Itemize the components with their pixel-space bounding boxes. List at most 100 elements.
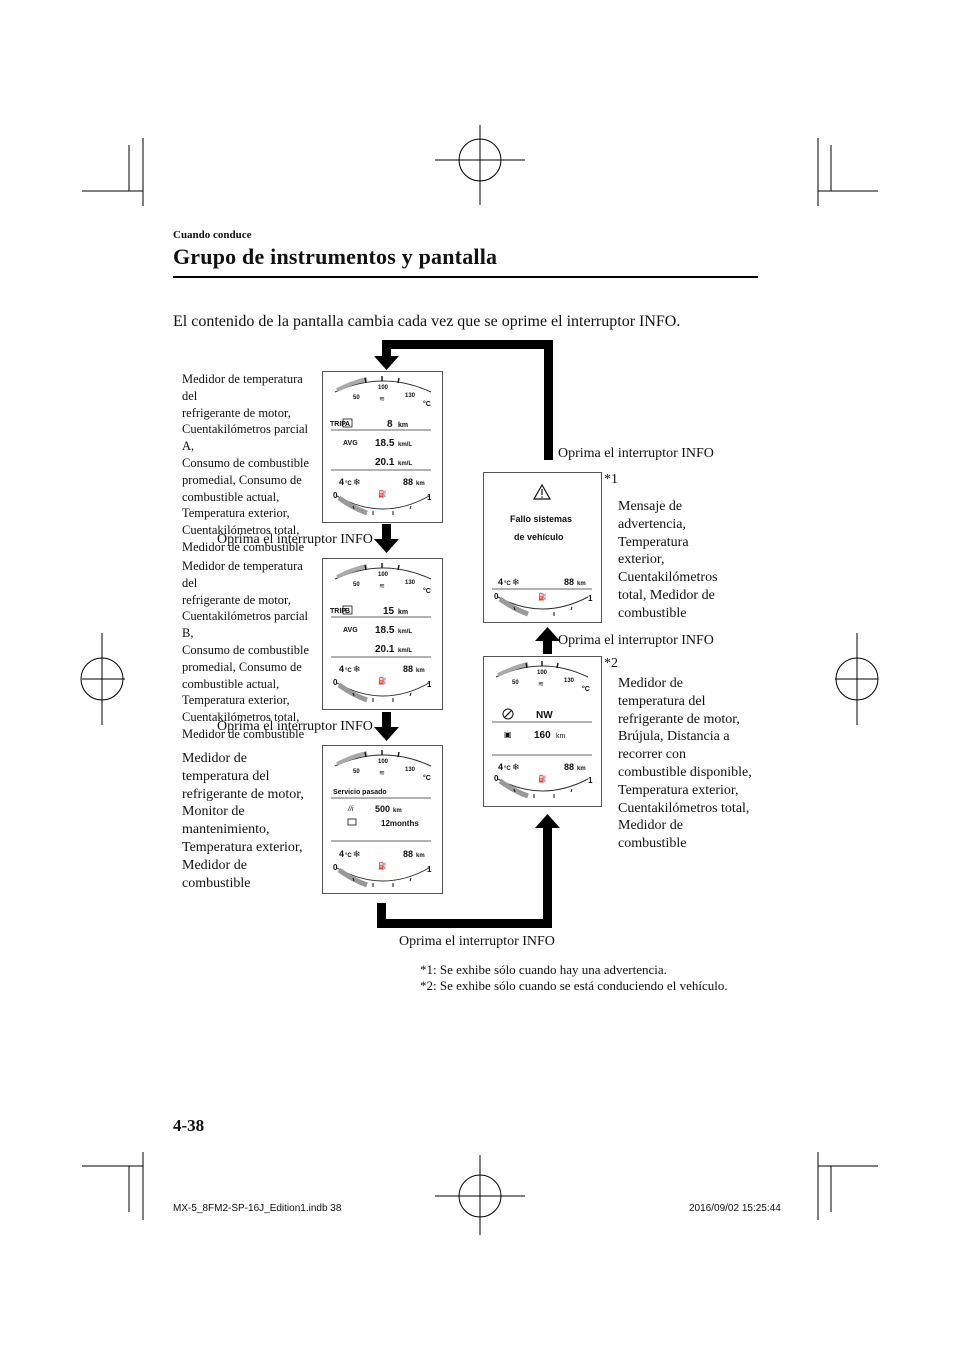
trip-label: TRIP bbox=[330, 421, 346, 428]
desc-line: Cuentakilómetros parcial A, bbox=[182, 422, 309, 454]
compass-icon bbox=[502, 708, 514, 720]
fuel-full-label: 1 bbox=[588, 776, 593, 785]
snowflake-icon: ❄ bbox=[353, 477, 361, 487]
trip-label: TRIP bbox=[330, 608, 346, 615]
desc-line: refrigerante de motor, bbox=[182, 405, 291, 420]
desc-line: advertencia, bbox=[618, 516, 687, 532]
avg-label: AVG bbox=[343, 440, 358, 447]
outside-temp-unit: °C bbox=[504, 766, 511, 772]
snowflake-icon: ❄ bbox=[512, 577, 520, 587]
temp-scale-50: 50 bbox=[353, 395, 360, 401]
page-title: Grupo de instrumentos y pantalla bbox=[173, 244, 498, 269]
fuel-pump-icon: ⛽ bbox=[538, 592, 547, 601]
footnote-2: *2: Se exhibe sólo cuando se está conduc… bbox=[420, 978, 728, 993]
footnote-1: *1: Se exhibe sólo cuando hay una advert… bbox=[420, 962, 667, 977]
desc-line: Medidor de bbox=[182, 857, 247, 873]
outside-temp: 4 bbox=[339, 477, 344, 487]
desc-line: Cuentakilómetros total, bbox=[182, 523, 300, 538]
avg-value: 18.5 bbox=[375, 625, 395, 636]
desc-line: Temperatura exterior, bbox=[182, 506, 290, 521]
desc-line: refrigerante de motor, bbox=[182, 592, 291, 607]
desc-line: combustible disponible, bbox=[618, 764, 752, 780]
note-mark-1: *1 bbox=[604, 472, 618, 487]
desc-line: Medidor de bbox=[618, 676, 683, 691]
temp-scale-130: 130 bbox=[405, 393, 416, 399]
maintenance-distance: 500 bbox=[375, 804, 390, 814]
title-rule bbox=[173, 276, 758, 278]
odometer-unit: km bbox=[577, 766, 586, 772]
press-label-bottom: Oprima el interruptor INFO bbox=[399, 934, 555, 949]
description-trip-b: Medidor de temperatura del refrigerante … bbox=[182, 558, 320, 743]
display-panel-warning: Fallo sistemas de vehículo 4 °C ❄ 88 km … bbox=[483, 472, 602, 623]
intro-text: El contenido de la pantalla cambia cada … bbox=[173, 313, 681, 330]
avg-value: 18.5 bbox=[375, 438, 395, 449]
outside-temp-unit: °C bbox=[345, 853, 352, 859]
coolant-icon: ≋ bbox=[379, 770, 385, 777]
footer-file: MX-5_8FM2-SP-16J_Edition1.indb 38 bbox=[173, 1203, 342, 1214]
desc-line: Temperatura exterior, bbox=[618, 782, 739, 798]
odometer-value: 88 bbox=[403, 849, 413, 859]
press-label-right-mid: Oprima el interruptor INFO bbox=[558, 633, 714, 648]
maintenance-months: 12months bbox=[381, 819, 419, 828]
snowflake-icon: ❄ bbox=[353, 664, 361, 674]
calendar-icon bbox=[347, 818, 357, 826]
fuel-empty-label: 0 bbox=[333, 678, 338, 687]
trip-value: 15 bbox=[383, 606, 395, 617]
temp-scale-100: 100 bbox=[378, 759, 389, 765]
desc-line: temperatura del bbox=[182, 768, 270, 784]
desc-line: promedial, Consumo de bbox=[182, 659, 302, 674]
temp-gauge-unit: °C bbox=[582, 685, 590, 693]
fuel-pump-icon: ⛽ bbox=[378, 489, 387, 498]
outside-temp: 4 bbox=[339, 849, 344, 859]
page-number: 4-38 bbox=[173, 1116, 205, 1135]
snowflake-icon: ❄ bbox=[512, 762, 520, 772]
desc-line: Cuentakilómetros bbox=[618, 570, 718, 586]
warning-message-line2: de vehículo bbox=[514, 532, 564, 542]
desc-line: combustible actual, bbox=[182, 489, 280, 504]
current-value: 20.1 bbox=[375, 457, 395, 468]
temp-gauge: 50 100 130 °C ≋ bbox=[495, 661, 590, 693]
desc-line: exterior, bbox=[618, 552, 665, 568]
description-warning: Mensaje de advertencia, Temperatura exte… bbox=[618, 498, 748, 623]
fuel-pump-icon: ⛽ bbox=[378, 861, 387, 870]
coolant-icon: ≋ bbox=[379, 583, 385, 590]
desc-line: Brújula, Distancia a bbox=[618, 729, 730, 745]
odometer-value: 88 bbox=[403, 664, 413, 674]
warning-triangle-icon bbox=[532, 483, 552, 500]
press-label-right-top: Oprima el interruptor INFO bbox=[558, 446, 714, 461]
desc-line: Mensaje de bbox=[618, 499, 683, 514]
desc-line: Consumo de combustible bbox=[182, 642, 310, 657]
outside-temp: 4 bbox=[339, 664, 344, 674]
fuel-range-icon: ▣ bbox=[504, 730, 512, 739]
odometer-unit: km bbox=[577, 581, 586, 587]
trip-unit: km bbox=[398, 609, 408, 616]
odometer-value: 88 bbox=[564, 577, 574, 587]
desc-line: combustible actual, bbox=[182, 676, 280, 691]
desc-line: combustible bbox=[618, 605, 687, 621]
display-panel-trip-b: 50 100 130 °C ≋ TRIP B 15 km AVG 18.5 km… bbox=[322, 558, 443, 710]
fuel-pump-icon: ⛽ bbox=[378, 676, 387, 685]
desc-line: Medidor de temperatura del bbox=[182, 559, 303, 590]
outside-temp-unit: °C bbox=[504, 581, 511, 587]
avg-label: AVG bbox=[343, 627, 358, 634]
temp-scale-130: 130 bbox=[405, 767, 416, 773]
fuel-full-label: 1 bbox=[427, 865, 432, 874]
desc-line: Consumo de combustible bbox=[182, 455, 310, 470]
desc-line: Temperatura exterior, bbox=[182, 839, 303, 855]
footer-timestamp: 2016/09/02 15:25:44 bbox=[689, 1203, 781, 1214]
odometer-unit: km bbox=[416, 853, 425, 859]
press-label-2: Oprima el interruptor INFO bbox=[217, 719, 373, 734]
desc-line: combustible bbox=[182, 875, 251, 891]
desc-line: refrigerante de motor, bbox=[618, 711, 740, 727]
temp-gauge-unit: °C bbox=[423, 587, 431, 595]
avg-unit: km/L bbox=[398, 442, 412, 448]
temp-scale-50: 50 bbox=[512, 680, 519, 686]
fuel-gauge: 0 1 ⛽ bbox=[333, 489, 432, 516]
compass-heading: NW bbox=[536, 710, 553, 721]
fuel-full-label: 1 bbox=[427, 680, 432, 689]
range-value: 160 bbox=[534, 730, 551, 741]
range-unit: km bbox=[556, 733, 566, 740]
temp-gauge: 50 100 130 °C ≋ bbox=[334, 750, 432, 782]
oil-change-icon: //i bbox=[347, 806, 354, 813]
